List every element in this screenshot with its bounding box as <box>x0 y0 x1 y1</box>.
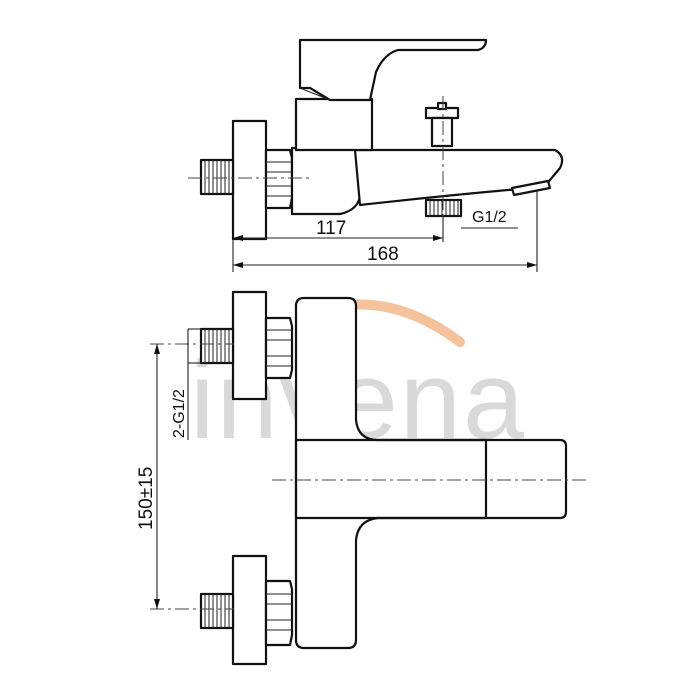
side-view: 117 168 G1/2 <box>188 38 564 272</box>
side-cartridge-housing <box>294 97 374 152</box>
label-diverter-thread: G1/2 <box>472 209 507 226</box>
front-body <box>294 296 568 650</box>
side-wall-flange <box>231 119 268 241</box>
side-diverter-knob <box>424 101 460 148</box>
side-spout <box>353 148 564 207</box>
front-top-flange <box>231 290 268 401</box>
front-top-hex-nut <box>264 316 294 380</box>
side-body <box>290 146 362 216</box>
label-inlet-thread: 2-G1/2 <box>171 389 188 438</box>
front-bottom-flange <box>231 554 268 666</box>
dim-spout-reach: 117 <box>316 218 346 239</box>
side-hex-nut <box>264 148 294 210</box>
side-lever-handle <box>298 38 488 102</box>
front-top-inlet <box>199 327 235 365</box>
dim-inlet-spacing: 150±15 <box>136 467 157 530</box>
side-spout-outlet <box>510 179 552 197</box>
front-view: 150±15 2-G1/2 <box>136 290 588 666</box>
front-bottom-hex-nut <box>264 579 294 647</box>
front-bottom-inlet <box>199 592 235 630</box>
side-threaded-inlet <box>199 158 235 196</box>
dim-overall-length: 168 <box>367 244 399 265</box>
front-spout-block <box>294 438 488 520</box>
